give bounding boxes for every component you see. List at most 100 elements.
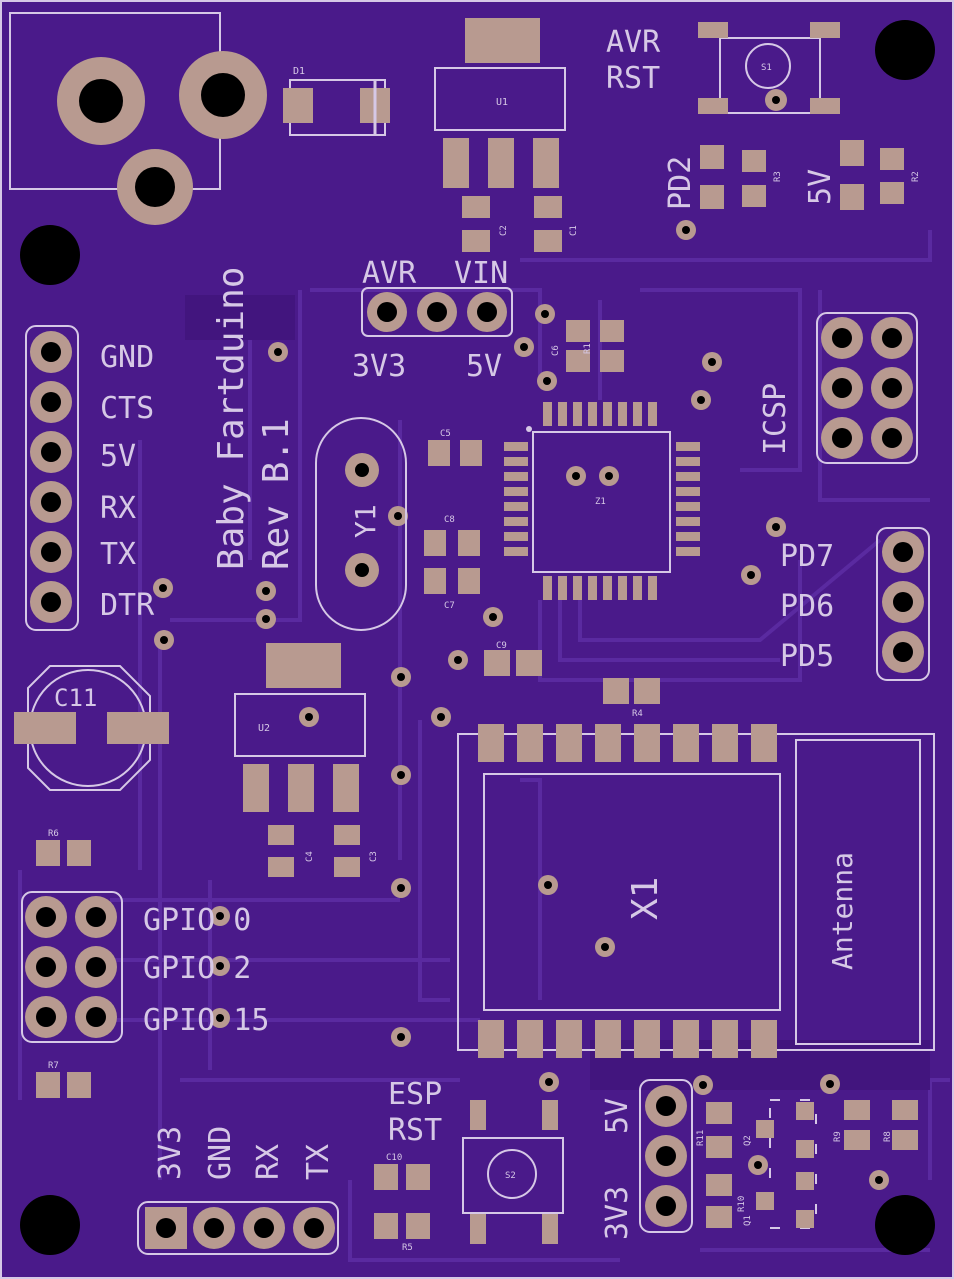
refdes-s1: S1 (761, 63, 772, 73)
esp-pin (751, 724, 777, 762)
dc-jack (9, 12, 267, 225)
capacitors-c1-c2 (462, 196, 562, 252)
ftdi-cts-label: CTS (100, 391, 154, 426)
copper-traces (18, 230, 950, 1262)
ftdi-tx-label: TX (100, 537, 136, 572)
mcu-pin (573, 576, 582, 600)
regulator-u1 (434, 18, 566, 188)
pd2-label: PD2 (663, 156, 698, 210)
power-select-jumper[interactable] (361, 287, 513, 337)
mcu-pin (676, 472, 700, 481)
jumper-vin-label: VIN (454, 256, 508, 291)
jumper-3v3-label: 3V3 (352, 349, 406, 384)
mcu-pin (588, 402, 597, 426)
esp-reset-button[interactable] (462, 1100, 564, 1244)
esp-pin (595, 724, 621, 762)
esp-pin (517, 1020, 543, 1058)
icsp-label: ICSP (758, 383, 793, 455)
refdes-c5: C5 (440, 429, 451, 439)
refdes-r2: R2 (911, 171, 921, 182)
refdes-c11: C11 (54, 684, 97, 712)
refdes-c3: C3 (369, 851, 379, 862)
refdes-r9: R9 (833, 1131, 843, 1142)
mcu-pin (504, 442, 528, 451)
refdes-c9: C9 (496, 641, 507, 651)
refdes-d1: D1 (293, 66, 305, 77)
refdes-q2: Q2 (743, 1135, 753, 1146)
esp-serial-header[interactable] (137, 1201, 339, 1255)
esp-module-x1 (457, 724, 935, 1058)
caps-c5-c8-c7 (424, 440, 482, 594)
pd-header[interactable] (876, 527, 930, 681)
resistor-r6 (36, 840, 91, 866)
mcu-pin (676, 547, 700, 556)
mcu-pin (543, 402, 552, 426)
esp-pin (556, 724, 582, 762)
mcu-pin (618, 576, 627, 600)
esp-pin (673, 1020, 699, 1058)
refdes-x1: X1 (625, 877, 666, 920)
mcu-pin (676, 442, 700, 451)
gpio-header[interactable] (21, 891, 123, 1043)
ftdi-5v-label: 5V (100, 439, 136, 474)
esp-pin (517, 724, 543, 762)
led-5v (840, 140, 904, 210)
ftdi-header[interactable] (25, 325, 79, 631)
esp-pin (634, 1020, 660, 1058)
crystal-y1 (315, 417, 407, 631)
mcu-pin (558, 402, 567, 426)
refdes-s2: S2 (505, 1171, 516, 1181)
bottom-gnd-label: GND (203, 1126, 238, 1180)
mcu-z1 (504, 402, 700, 600)
diode-d1 (283, 79, 390, 136)
board-title-line1: Baby Fartduino (211, 267, 252, 570)
refdes-y1: Y1 (349, 504, 382, 538)
refdes-r6: R6 (48, 829, 59, 839)
mcu-pin (504, 532, 528, 541)
board-title-line2: Rev B.1 (256, 418, 297, 570)
copper-pour (185, 295, 295, 340)
resistor-r7 (36, 1072, 91, 1098)
led-pd2 (676, 145, 766, 240)
esp-pin (751, 1020, 777, 1058)
refdes-u1: U1 (496, 97, 508, 108)
esp-rst-label-2: RST (388, 1113, 442, 1148)
refdes-q1: Q1 (743, 1215, 753, 1226)
jumper-5v-label: 5V (466, 349, 502, 384)
esp-pin (478, 1020, 504, 1058)
refdes-r8: R8 (883, 1131, 893, 1142)
pd5-label: PD5 (780, 639, 834, 674)
vias (153, 304, 889, 1190)
bottom-rx-label: RX (251, 1144, 286, 1180)
refdes-c4: C4 (305, 851, 315, 862)
mcu-pin (633, 576, 642, 600)
esp-pin (634, 724, 660, 762)
refdes-c10: C10 (386, 1153, 402, 1163)
refdes-r5: R5 (402, 1243, 413, 1253)
mcu-pin (676, 487, 700, 496)
refdes-r4: R4 (632, 709, 643, 719)
bottom-3v3-label: 3V3 (153, 1126, 188, 1180)
c6-r1 (566, 320, 624, 372)
mcu-pin (676, 532, 700, 541)
mcu-pin (504, 502, 528, 511)
refdes-c6: C6 (551, 345, 561, 356)
refdes-u2: U2 (258, 723, 270, 734)
mcu-pin (676, 517, 700, 526)
pd6-label: PD6 (780, 589, 834, 624)
esp-power-select-header[interactable] (639, 1079, 693, 1233)
refdes-c7: C7 (444, 601, 455, 611)
c10-r5 (374, 1164, 430, 1239)
icsp-header[interactable] (816, 312, 918, 464)
bottom-tx-label: TX (301, 1144, 336, 1180)
ftdi-rx-label: RX (100, 491, 136, 526)
mcu-pin (676, 457, 700, 466)
gpio0-label: GPIO 0 (143, 903, 251, 938)
mcu-pin (648, 576, 657, 600)
mcu-pin (504, 457, 528, 466)
refdes-c1: C1 (569, 225, 579, 236)
refdes-z1: Z1 (595, 497, 606, 507)
refdes-r11: R11 (696, 1130, 706, 1146)
avr-reset-button[interactable] (698, 22, 840, 114)
